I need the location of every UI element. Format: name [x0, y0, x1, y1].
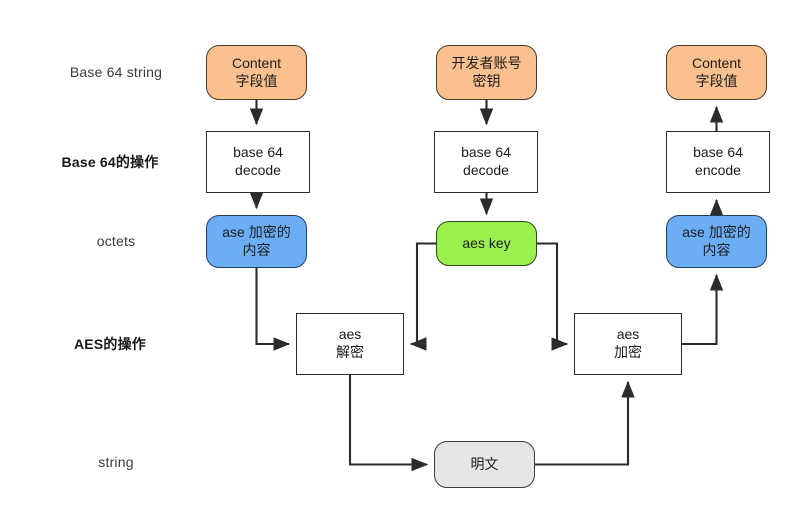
node-content-field-right[interactable]: Content 字段值	[666, 45, 767, 100]
node-developer-account-key-label: 开发者账号 密钥	[451, 54, 522, 89]
node-aes-key[interactable]: aes key	[436, 221, 537, 266]
node-base64-decode-middle-label: base 64 decode	[461, 144, 511, 178]
row-base64-op: Base 64的操作	[61, 154, 159, 170]
node-plaintext[interactable]: 明文	[434, 441, 535, 488]
node-aes-key-label: aes key	[462, 234, 511, 251]
node-aes-encrypt[interactable]: aes 加密	[574, 313, 682, 375]
node-aes-content-left[interactable]: ase 加密的 内容	[206, 215, 307, 268]
row-base64-string: Base 64 string	[69, 64, 163, 80]
node-aes-decrypt-label: aes 解密	[336, 326, 364, 360]
edge-aes-content-left-to-aes-decrypt	[255, 268, 291, 351]
node-content-field-left[interactable]: Content 字段值	[206, 45, 307, 100]
node-content-field-right-label: Content 字段值	[691, 54, 742, 89]
row-aes-op: AES的操作	[74, 336, 146, 352]
node-aes-content-left-label: ase 加密的 内容	[222, 223, 291, 258]
node-base64-decode-middle[interactable]: base 64 decode	[434, 131, 538, 193]
edge-aes-encrypt-to-aes-content-right	[682, 273, 724, 346]
node-content-field-left-label: Content 字段值	[231, 54, 282, 89]
node-base64-decode-left-label: base 64 decode	[233, 144, 283, 178]
node-aes-encrypt-label: aes 加密	[614, 326, 642, 360]
row-string: string	[98, 454, 134, 470]
edge-plaintext-to-aes-encrypt	[535, 380, 635, 466]
node-aes-content-right-label: ase 加密的 内容	[682, 223, 751, 258]
node-plaintext-label: 明文	[470, 455, 499, 472]
node-aes-decrypt[interactable]: aes 解密	[296, 313, 404, 375]
node-aes-content-right[interactable]: ase 加密的 内容	[666, 215, 767, 268]
edge-aes-decrypt-to-plaintext	[348, 375, 429, 472]
edge-aes-key-to-aes-decrypt	[409, 242, 436, 351]
node-base64-decode-left[interactable]: base 64 decode	[206, 131, 310, 193]
row-octets: octets	[96, 233, 136, 249]
node-base64-encode-right-label: base 64 encode	[693, 144, 743, 178]
node-developer-account-key[interactable]: 开发者账号 密钥	[436, 45, 537, 100]
edge-aes-key-to-aes-encrypt	[537, 242, 569, 351]
node-base64-encode-right[interactable]: base 64 encode	[666, 131, 770, 193]
